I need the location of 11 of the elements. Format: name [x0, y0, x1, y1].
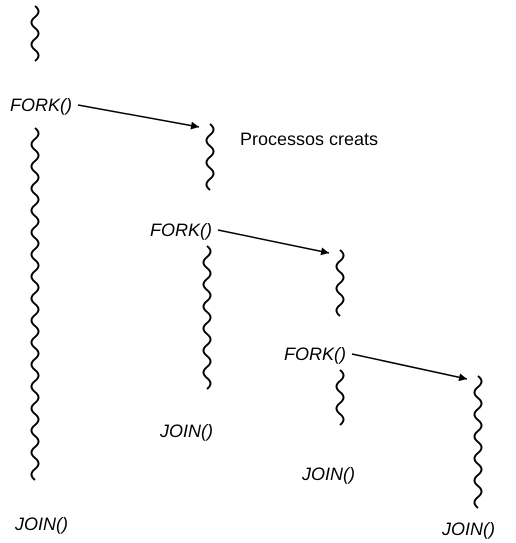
call-label: FORK() [284, 343, 346, 365]
call-label: FORK() [10, 94, 72, 116]
annotation-text: Processos creats [240, 128, 378, 150]
arrow [78, 104, 200, 130]
call-label: JOIN() [160, 420, 213, 442]
call-label: JOIN() [15, 513, 68, 535]
call-label: JOIN() [302, 463, 355, 485]
call-label: JOIN() [442, 518, 495, 540]
call-label: FORK() [150, 219, 212, 241]
arrow [352, 353, 468, 382]
arrow [218, 229, 330, 256]
